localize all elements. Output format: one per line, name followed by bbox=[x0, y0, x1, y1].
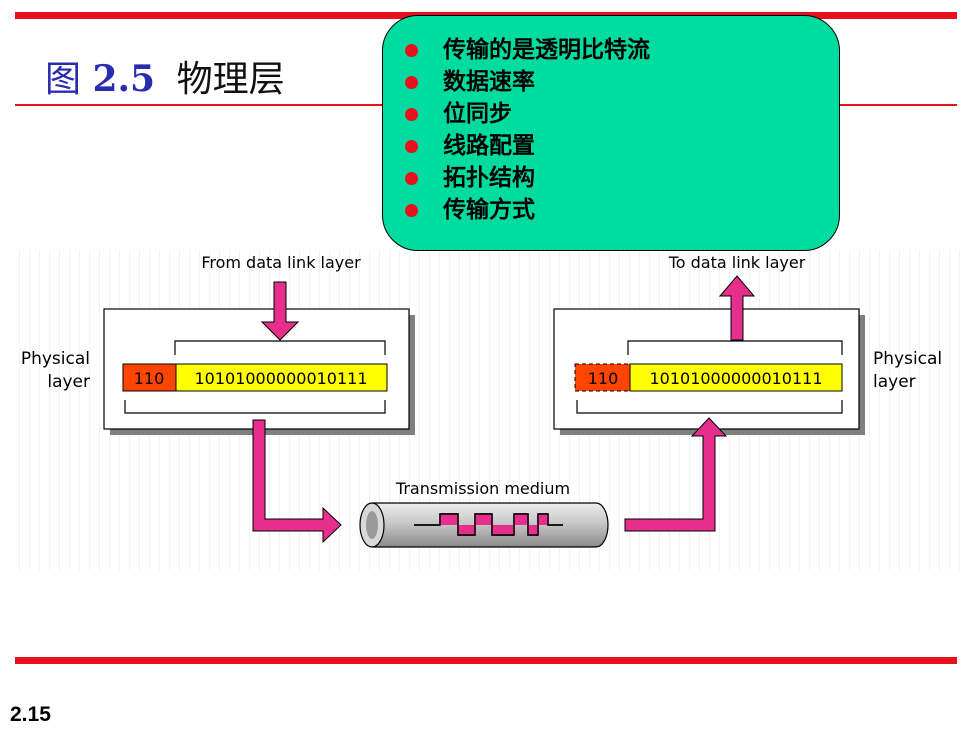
receiver-physical-layer-box: 110 10101000000010111 bbox=[553, 308, 865, 435]
bullet-dot-icon bbox=[405, 139, 418, 153]
header-bits: 110 bbox=[134, 369, 165, 388]
bullet-item: 拓扑结构 bbox=[405, 162, 839, 194]
data-bits: 10101000000010111 bbox=[194, 369, 367, 388]
down-arrow-icon bbox=[260, 281, 300, 341]
right-layer-label-line1: Physical bbox=[873, 349, 942, 369]
bullet-dot-icon bbox=[405, 203, 418, 217]
sender-physical-layer-box: 110 10101000000010111 bbox=[103, 308, 415, 435]
bullet-item: 传输的是透明比特流 bbox=[405, 34, 839, 66]
title-figure-number: 2.5 bbox=[92, 58, 156, 100]
to-data-link-label: To data link layer bbox=[668, 253, 806, 272]
header-bits-box bbox=[122, 363, 177, 392]
bullet-text: 传输的是透明比特流 bbox=[443, 37, 650, 63]
bullet-item: 线路配置 bbox=[405, 130, 839, 162]
bullet-dot-icon bbox=[405, 107, 418, 121]
left-layer-label-line1: Physical bbox=[21, 349, 90, 369]
transmission-medium-label: Transmission medium bbox=[395, 479, 570, 498]
bullet-text: 拓扑结构 bbox=[443, 165, 535, 191]
bullet-list: 传输的是透明比特流 数据速率 位同步 线路配置 拓扑结构 传输方式 bbox=[383, 16, 839, 226]
transmit-arrow-icon bbox=[252, 419, 342, 544]
signal-fill bbox=[440, 514, 548, 535]
bullet-item: 传输方式 bbox=[405, 194, 839, 226]
bullet-dot-icon bbox=[405, 43, 418, 57]
receive-arrow-icon bbox=[624, 417, 728, 532]
slide-number: 2.15 bbox=[10, 703, 51, 726]
header-bits-box-dashed bbox=[574, 363, 631, 392]
title-figure-word: 图 bbox=[45, 59, 82, 100]
transmission-medium-cylinder bbox=[359, 502, 609, 548]
bottom-rule bbox=[15, 657, 957, 664]
data-bits: 10101000000010111 bbox=[649, 369, 822, 388]
up-arrow-icon bbox=[718, 275, 756, 341]
bullet-item: 数据速率 bbox=[405, 66, 839, 98]
left-layer-label-line2: layer bbox=[47, 372, 90, 392]
header-bits: 110 bbox=[588, 369, 619, 388]
bullet-item: 位同步 bbox=[405, 98, 839, 130]
data-bits-box bbox=[629, 363, 843, 392]
bullet-dot-icon bbox=[405, 75, 418, 89]
bullet-text: 数据速率 bbox=[443, 69, 535, 95]
from-data-link-label: From data link layer bbox=[201, 253, 361, 272]
page-title: 图 2.5 物理层 bbox=[45, 50, 285, 102]
right-layer-label-line2: layer bbox=[873, 372, 916, 392]
bullet-text: 传输方式 bbox=[443, 197, 535, 223]
bullet-text: 线路配置 bbox=[443, 133, 535, 159]
callout-box: 传输的是透明比特流 数据速率 位同步 线路配置 拓扑结构 传输方式 bbox=[382, 15, 840, 251]
bullet-dot-icon bbox=[405, 171, 418, 185]
data-bits-box bbox=[175, 363, 388, 392]
title-text: 物理层 bbox=[176, 59, 285, 100]
bullet-text: 位同步 bbox=[443, 101, 512, 127]
